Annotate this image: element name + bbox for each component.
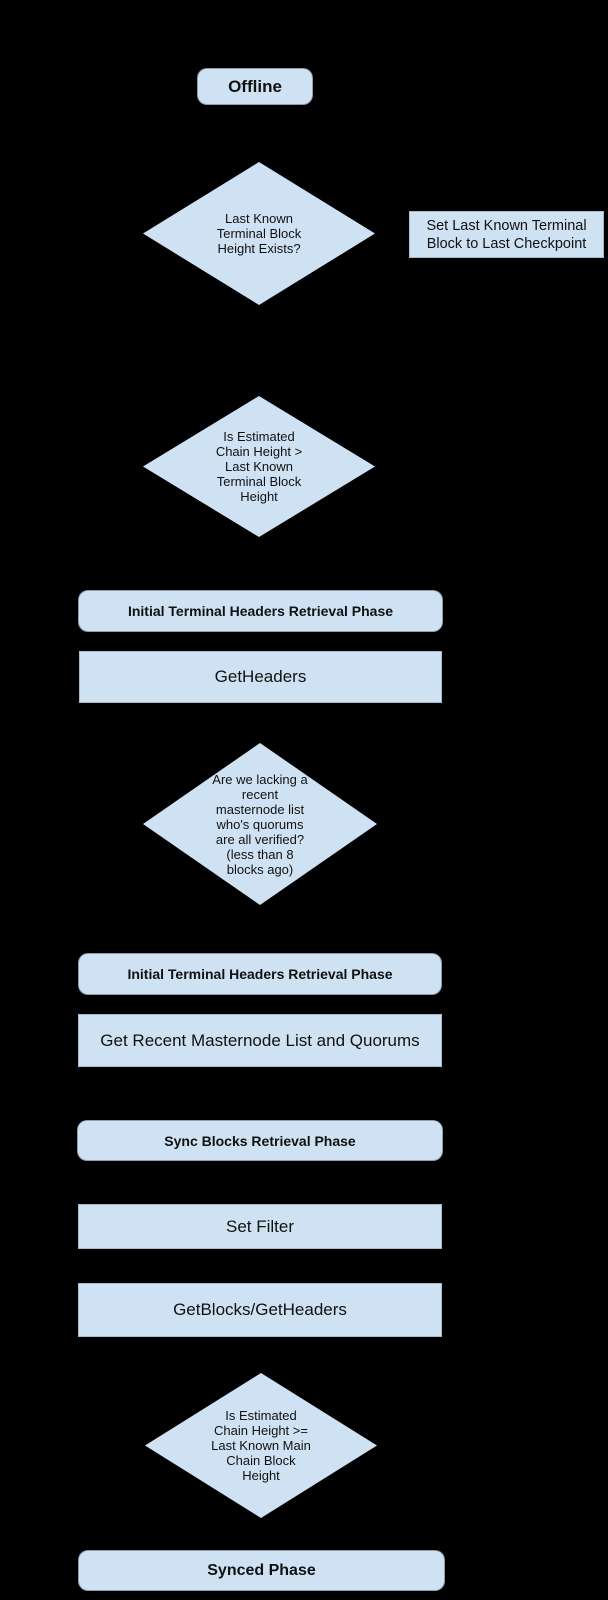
node-initial-terminal-headers-phase-1-label: Initial Terminal Headers Retrieval Phase xyxy=(127,603,394,619)
decision-estimated-gt-terminal: Is Estimated Chain Height > Last Known T… xyxy=(143,396,375,537)
node-offline-label: Offline xyxy=(228,76,282,96)
node-get-headers-label: GetHeaders xyxy=(214,667,307,686)
node-synced-phase-label: Synced Phase xyxy=(207,1561,316,1579)
node-get-recent-masternode-list: Get Recent Masternode List and Quorums xyxy=(78,1014,442,1067)
node-get-headers: GetHeaders xyxy=(79,651,442,703)
node-synced-phase: Synced Phase xyxy=(78,1550,445,1591)
decision-lacking-masternode-list: Are we lacking a recent masternode list … xyxy=(143,743,377,905)
node-get-blocks-get-headers-label: GetBlocks/GetHeaders xyxy=(173,1300,347,1319)
node-set-filter-label: Set Filter xyxy=(225,1216,295,1236)
node-initial-terminal-headers-phase-2-label: Initial Terminal Headers Retrieval Phase xyxy=(127,966,393,982)
node-set-last-known-terminal: Set Last Known Terminal Block to Last Ch… xyxy=(409,211,604,258)
node-get-recent-masternode-list-label: Get Recent Masternode List and Quorums xyxy=(100,1030,420,1050)
node-initial-terminal-headers-phase-2: Initial Terminal Headers Retrieval Phase xyxy=(78,953,442,995)
node-sync-blocks-retrieval-phase: Sync Blocks Retrieval Phase xyxy=(77,1120,443,1161)
decision-estimated-gte-main-label: Is Estimated Chain Height >= Last Known … xyxy=(211,1408,311,1483)
decision-estimated-gt-terminal-label: Is Estimated Chain Height > Last Known T… xyxy=(215,429,303,504)
node-sync-blocks-retrieval-phase-label: Sync Blocks Retrieval Phase xyxy=(164,1132,356,1149)
node-offline: Offline xyxy=(197,68,313,105)
node-get-blocks-get-headers: GetBlocks/GetHeaders xyxy=(78,1283,442,1337)
node-set-last-known-terminal-label: Set Last Known Terminal Block to Last Ch… xyxy=(426,217,587,252)
decision-lacking-masternode-list-label: Are we lacking a recent masternode list … xyxy=(212,771,308,877)
node-initial-terminal-headers-phase-1: Initial Terminal Headers Retrieval Phase xyxy=(78,590,443,632)
node-set-filter: Set Filter xyxy=(78,1204,442,1249)
decision-estimated-gte-main: Is Estimated Chain Height >= Last Known … xyxy=(145,1373,377,1518)
decision-terminal-height-exists: Last Known Terminal Block Height Exists? xyxy=(143,162,375,305)
decision-terminal-height-exists-label: Last Known Terminal Block Height Exists? xyxy=(216,211,302,256)
